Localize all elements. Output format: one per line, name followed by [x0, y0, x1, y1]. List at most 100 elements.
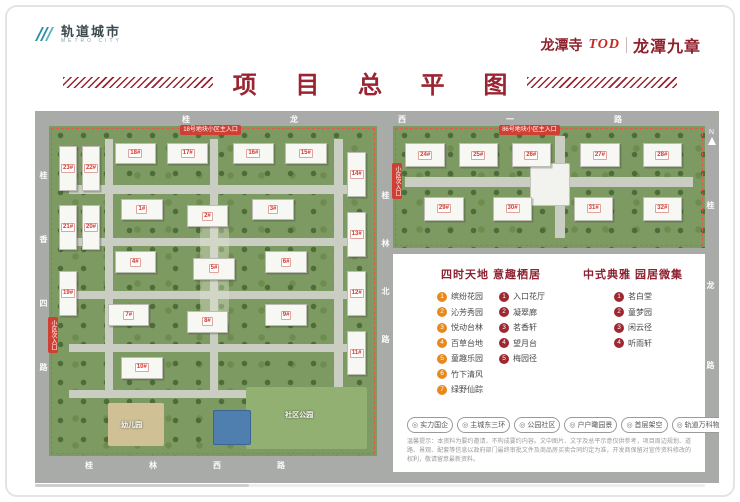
- building-marker: 1#: [121, 198, 163, 221]
- legend-item-number: 3: [614, 322, 625, 333]
- brand-left-text: 龙潭寺: [540, 39, 583, 54]
- project-brand: 龙潭寺 TOD 龙潭九章: [540, 33, 701, 57]
- building-number-label: 20#: [83, 223, 98, 233]
- building-marker: 14#: [347, 152, 366, 198]
- legend-item-number: 6: [437, 369, 448, 379]
- legend-item-label: 竹下清风: [451, 369, 484, 379]
- legend-item-label: 童梦园: [628, 307, 653, 317]
- building-number-label: 24#: [418, 150, 433, 160]
- building-number-label: 32#: [655, 204, 670, 214]
- building-number-label: 18#: [128, 148, 143, 158]
- tag-label: 轨道万科物业: [684, 422, 719, 429]
- building-number-label: 23#: [61, 163, 76, 173]
- title-row: 项 目 总 平 图: [7, 65, 733, 100]
- building-marker: 7#: [108, 304, 150, 326]
- community-park-zone: [245, 386, 368, 450]
- legend-item-number: 4: [437, 338, 448, 348]
- building-number-label: 4#: [129, 257, 141, 267]
- legend-item-number: 7: [437, 384, 448, 395]
- building-number-label: 5#: [208, 264, 220, 274]
- legend-item-label: 茗香轩: [513, 323, 538, 332]
- kindergarten-label: 幼儿园: [121, 421, 143, 429]
- title-hatch-left: [62, 77, 213, 88]
- building-marker: 21#: [58, 205, 78, 251]
- building-marker: 26#: [511, 143, 551, 168]
- horizontal-scrollbar[interactable]: [35, 484, 705, 487]
- building-number-label: 27#: [592, 150, 607, 160]
- site-plan-left: 幼儿园 社区公园 18号地块小区主入口 小区次入口 23#22#21#20#19…: [48, 125, 377, 456]
- page-frame: 轨道城市 METRO CITY 龙潭寺 TOD 龙潭九章 项 目 总 平 图 桂…: [5, 5, 735, 497]
- road-label-left: 桂香四路: [39, 171, 48, 427]
- scrollbar-thumb[interactable]: [35, 484, 250, 487]
- legend-item-label: 绿野仙踪: [451, 385, 484, 394]
- selling-point-tag: ◎轨道万科物业: [671, 417, 719, 433]
- tag-label: 主城东三环: [470, 422, 506, 429]
- tag-bullet-icon: ◎: [676, 421, 683, 429]
- legend-item-label: 闲云径: [628, 323, 653, 332]
- building-marker: 13#: [347, 211, 366, 257]
- building-marker: 20#: [81, 205, 101, 251]
- legend-item-label: 沁芳秀园: [451, 307, 484, 317]
- masterplan-panel: 桂龙西一路 桂香四路 桂林北路 桂龙路 桂林西路 N 幼儿园 社区公园 18号地…: [35, 111, 719, 483]
- selling-point-tag: ◎实力国企: [407, 417, 454, 433]
- legend-item-label: 缤纷花园: [451, 292, 484, 301]
- legend-item-number: 4: [614, 338, 625, 348]
- selling-point-tag: ◎主城东三环: [457, 417, 511, 433]
- legend-item-number: 5: [499, 353, 510, 364]
- building-marker: 27#: [580, 143, 620, 168]
- building-marker: 3#: [252, 198, 294, 221]
- building-marker: 8#: [186, 310, 229, 333]
- legend-section-title: 四时天地 意趣栖居: [441, 269, 542, 281]
- main-entrance-tag-left-plan: 18号地块小区主入口: [180, 125, 241, 135]
- building-marker: 10#: [121, 357, 163, 379]
- building-marker: 15#: [285, 142, 327, 165]
- building-number-label: 1#: [136, 204, 148, 214]
- building-marker: 2#: [186, 205, 229, 227]
- building-number-label: 30#: [505, 204, 520, 214]
- legend-item-number: 2: [499, 307, 510, 317]
- building-number-label: 15#: [298, 148, 313, 158]
- legend-item-number: 1: [499, 291, 510, 302]
- legend-item-number: 2: [437, 307, 448, 317]
- site-plan-right: 86号地块小区主入口 小区次入口 24#25#26#27#28#29#30#31…: [392, 125, 705, 248]
- selling-point-tags: ◎实力国企◎主城东三环◎公园社区◎户户瞰园景◎首层架空◎轨道万科物业: [407, 417, 719, 433]
- building-number-label: 12#: [349, 289, 364, 299]
- legend-item-label: 望月台: [513, 338, 538, 348]
- clubhouse-building: [530, 162, 570, 207]
- building-number-label: 28#: [655, 150, 670, 160]
- building-marker: 17#: [167, 142, 209, 165]
- legend-item-label: 梅园径: [513, 354, 538, 363]
- building-marker: 5#: [193, 258, 235, 280]
- building-marker: 18#: [114, 142, 156, 165]
- tag-bullet-icon: ◎: [412, 421, 419, 429]
- legend-item-number: 5: [437, 353, 448, 364]
- community-park-label: 社区公园: [285, 411, 314, 419]
- metro-city-logo-icon: [35, 27, 54, 41]
- tag-label: 户户瞰园景: [577, 422, 613, 429]
- building-marker: 31#: [573, 196, 614, 221]
- selling-point-tag: ◎首层架空: [621, 417, 668, 433]
- building-marker: 22#: [81, 145, 101, 191]
- legend-section-title: 中式典雅 园居微集: [583, 269, 684, 281]
- building-number-label: 29#: [436, 204, 451, 214]
- building-number-label: 8#: [202, 317, 213, 327]
- legend-item-number: 4: [499, 338, 510, 348]
- building-marker: 4#: [114, 251, 156, 274]
- building-marker: 11#: [347, 330, 366, 376]
- building-marker: 24#: [405, 143, 445, 168]
- building-number-label: 2#: [202, 211, 213, 221]
- legend-item-label: 入口花厅: [513, 292, 546, 301]
